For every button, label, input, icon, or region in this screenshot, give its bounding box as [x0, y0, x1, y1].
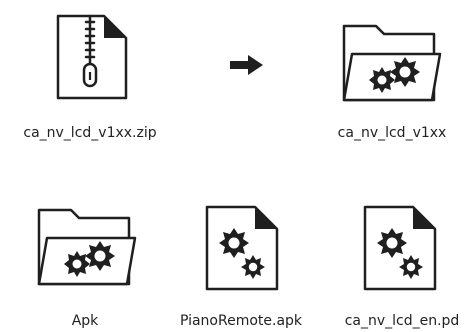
- app-file-gears-icon: [205, 205, 279, 291]
- extracted-folder-label: ca_nv_lcd_v1xx: [337, 125, 447, 141]
- zip-file-icon: [56, 14, 128, 100]
- zip-file-label: ca_nv_lcd_v1xx.zip: [23, 125, 157, 141]
- folder-gears-icon: [37, 208, 137, 286]
- apk-folder: [33, 198, 137, 290]
- piano-remote-label: PianoRemote.apk: [179, 313, 303, 329]
- zip-file: [52, 12, 132, 104]
- piano-remote-file: [201, 203, 285, 295]
- document-file-label: ca_nv_lcd_en.pd: [344, 313, 460, 329]
- document-file: [359, 203, 443, 295]
- apk-folder-label: Apk: [71, 313, 99, 329]
- right-arrow-icon: [229, 54, 265, 80]
- folder-gears-icon: [342, 24, 442, 102]
- document-gears-icon: [363, 205, 437, 291]
- extracted-folder: [338, 14, 442, 106]
